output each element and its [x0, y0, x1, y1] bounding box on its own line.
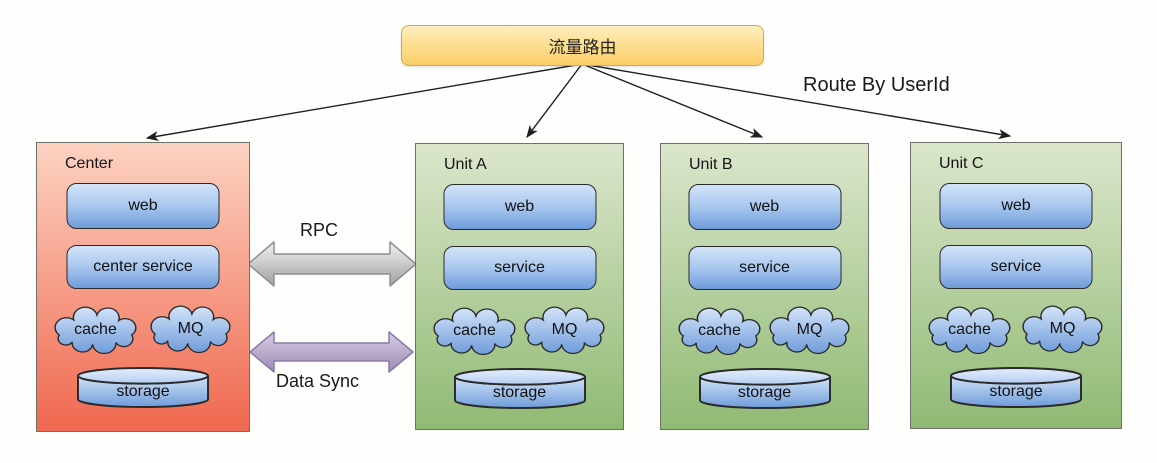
unit-c-storage-label: storage [989, 382, 1043, 400]
unit-c-storage-node: storage [950, 367, 1082, 408]
center-storage-node: storage [77, 367, 209, 408]
group-unit-b-title: Unit B [689, 156, 733, 173]
center-service-node: center service [66, 245, 220, 289]
cloud-shape [678, 307, 761, 356]
unit-c-web-node: web [939, 183, 1093, 229]
connector-router-to-unit-a [526, 63, 583, 139]
center-web-node: web [66, 183, 220, 229]
data-sync-label: Data Sync [276, 371, 360, 391]
unit-b-cache-node: cache [676, 306, 763, 356]
cloud-shape [150, 305, 231, 354]
rpc-label: RPC [300, 220, 339, 240]
connector-router-to-center [145, 63, 583, 142]
unit-b-storage-label: storage [737, 383, 792, 401]
unit-b-cache-label: cache [698, 322, 741, 339]
center-mq-node: MQ [148, 304, 233, 354]
unit-b-mq-label: MQ [796, 321, 823, 338]
traffic-router-node: 流量路由 [401, 25, 764, 66]
cloud-shape [1022, 305, 1103, 354]
group-unit-c: Unit C web service cache MQ storage [910, 142, 1122, 429]
cylinder-shape [453, 368, 586, 409]
route-by-userid-label: Route By UserId [803, 74, 950, 96]
group-unit-c-title: Unit C [939, 155, 984, 172]
unit-b-service-node: service [688, 246, 841, 290]
cylinder-shape [77, 367, 209, 408]
group-unit-a-title: Unit A [444, 156, 487, 173]
cloud-shape [433, 307, 516, 356]
traffic-router-label: 流量路由 [548, 38, 617, 57]
unit-c-service-node: service [939, 245, 1093, 289]
rpc-double-arrow [247, 241, 417, 287]
unit-a-cache-node: cache [431, 306, 518, 356]
group-unit-b: Unit B web service cache MQ storage [660, 143, 869, 430]
connector-router-to-unit-b [581, 63, 764, 138]
cloud-shape [54, 306, 137, 355]
unit-c-cache-label: cache [948, 321, 991, 338]
center-cache-node: cache [52, 305, 139, 355]
cloud-shape [524, 306, 605, 355]
cylinder-shape [950, 367, 1082, 408]
data-sync-double-arrow [249, 331, 414, 373]
unit-b-mq-node: MQ [767, 305, 852, 355]
group-center-title: Center [65, 155, 114, 172]
cloud-shape [928, 306, 1011, 355]
unit-a-storage-node: storage [453, 368, 586, 409]
center-cache-label: cache [74, 321, 117, 338]
center-storage-label: storage [116, 382, 170, 400]
unit-a-mq-node: MQ [522, 305, 607, 355]
center-mq-label: MQ [177, 320, 204, 337]
cloud-shape [769, 306, 850, 355]
unit-b-web-node: web [688, 184, 841, 230]
unit-a-web-node: web [443, 184, 596, 230]
unit-a-storage-label: storage [492, 383, 547, 401]
cylinder-shape [698, 368, 831, 409]
unit-b-storage-node: storage [698, 368, 831, 409]
unit-c-cache-node: cache [926, 305, 1013, 355]
group-unit-a: Unit A web service cache MQ storage [415, 143, 624, 430]
unit-a-mq-label: MQ [551, 321, 578, 338]
unit-c-mq-label: MQ [1049, 320, 1076, 337]
unit-c-mq-node: MQ [1020, 304, 1105, 354]
group-center: Center web center service cache MQ stora… [36, 142, 250, 432]
unit-a-service-node: service [443, 246, 596, 290]
unit-a-cache-label: cache [453, 322, 496, 339]
